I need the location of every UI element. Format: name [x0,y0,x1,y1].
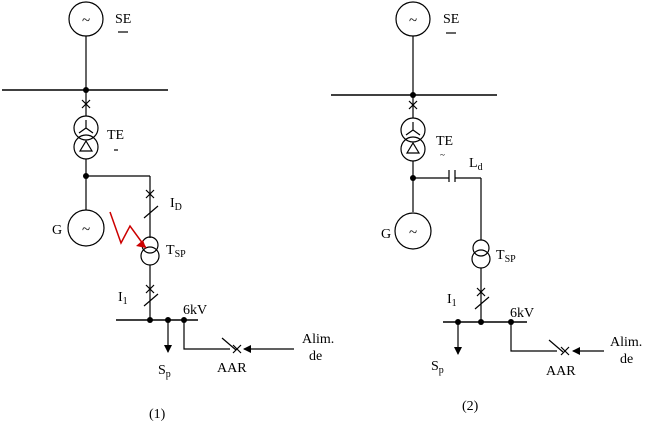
se-source-2: ~ [395,1,431,37]
te-label: TE [436,134,453,149]
tsp-label: TSP [166,243,186,260]
te-breaker-cross [408,100,418,110]
tsp-winding-top [472,239,490,257]
i1-label: I1 [447,292,457,309]
delta-symbol [405,141,421,154]
ld-label: Ld [469,156,483,173]
aar-breaker-cross [232,344,242,354]
tsp-transformer-1 [140,236,160,266]
generator-label: G [381,227,391,242]
generator-symbol: ~ [409,225,417,241]
caption-2: (2) [462,399,479,414]
alim-label-line2: de [620,352,633,367]
bus-voltage-label: 6kV [510,306,534,321]
sp-label: Sp [158,363,171,380]
fault-lightning-icon [109,211,147,249]
tsp-winding-bottom [140,246,160,266]
aar-feeder-line [183,320,230,350]
diagram-2: ~ SE TE ~ Ld [331,1,642,414]
delta-symbol [78,139,94,152]
se-source-1: ~ [68,1,104,37]
te-label-tilde: ~ [440,150,445,160]
i1-breaker-cross [145,284,155,294]
generator-2: ~ [394,212,432,250]
te-winding-delta [400,136,426,162]
ld-reactor-symbol [448,170,456,182]
tsp-label: TSP [496,248,516,265]
te-transformer-1 [73,115,99,160]
se-source-symbol: ~ [82,13,90,29]
sp-label: Sp [431,359,444,376]
aar-switch-blade [221,337,237,351]
te-label: TE [107,128,124,143]
i1-switch-slash [474,296,490,310]
i1-switch-slash [143,293,159,307]
bus-node [147,317,153,323]
generator-label: G [52,223,62,238]
bus-node [478,319,484,325]
star-symbol [78,120,94,134]
id-switch-slash [143,205,159,219]
diagram-1: ~ SE TE ~ G [2,1,334,422]
aar-feeder-line [510,322,557,352]
i1-breaker-cross [476,287,486,297]
bus-voltage-label: 6kV [183,303,207,318]
se-label: SE [115,12,131,27]
aux-breaker-cross [145,189,155,199]
te-winding-delta [73,134,99,160]
star-symbol [405,122,421,136]
tsp-winding-bottom [471,249,491,269]
alim-label-line1: Alim. [302,332,334,347]
alim-label-line1: Alim. [610,335,642,350]
aar-label: AAR [217,361,247,376]
aar-switch-blade [548,339,564,353]
generator-circle [67,209,105,247]
alim-label-line2: de [309,349,322,364]
tsp-transformer-2 [471,239,491,269]
generator-circle [394,212,432,250]
generator-1: ~ [67,209,105,247]
i1-label: I1 [118,290,128,307]
aar-label: AAR [546,364,576,379]
se-source-symbol: ~ [409,13,417,29]
te-transformer-2 [400,117,426,162]
generator-symbol: ~ [82,222,90,238]
te-breaker-cross [81,99,91,109]
se-label: SE [443,12,459,27]
id-label: ID [170,196,182,213]
aar-breaker-cross [560,346,570,356]
caption-1: (1) [149,407,166,422]
